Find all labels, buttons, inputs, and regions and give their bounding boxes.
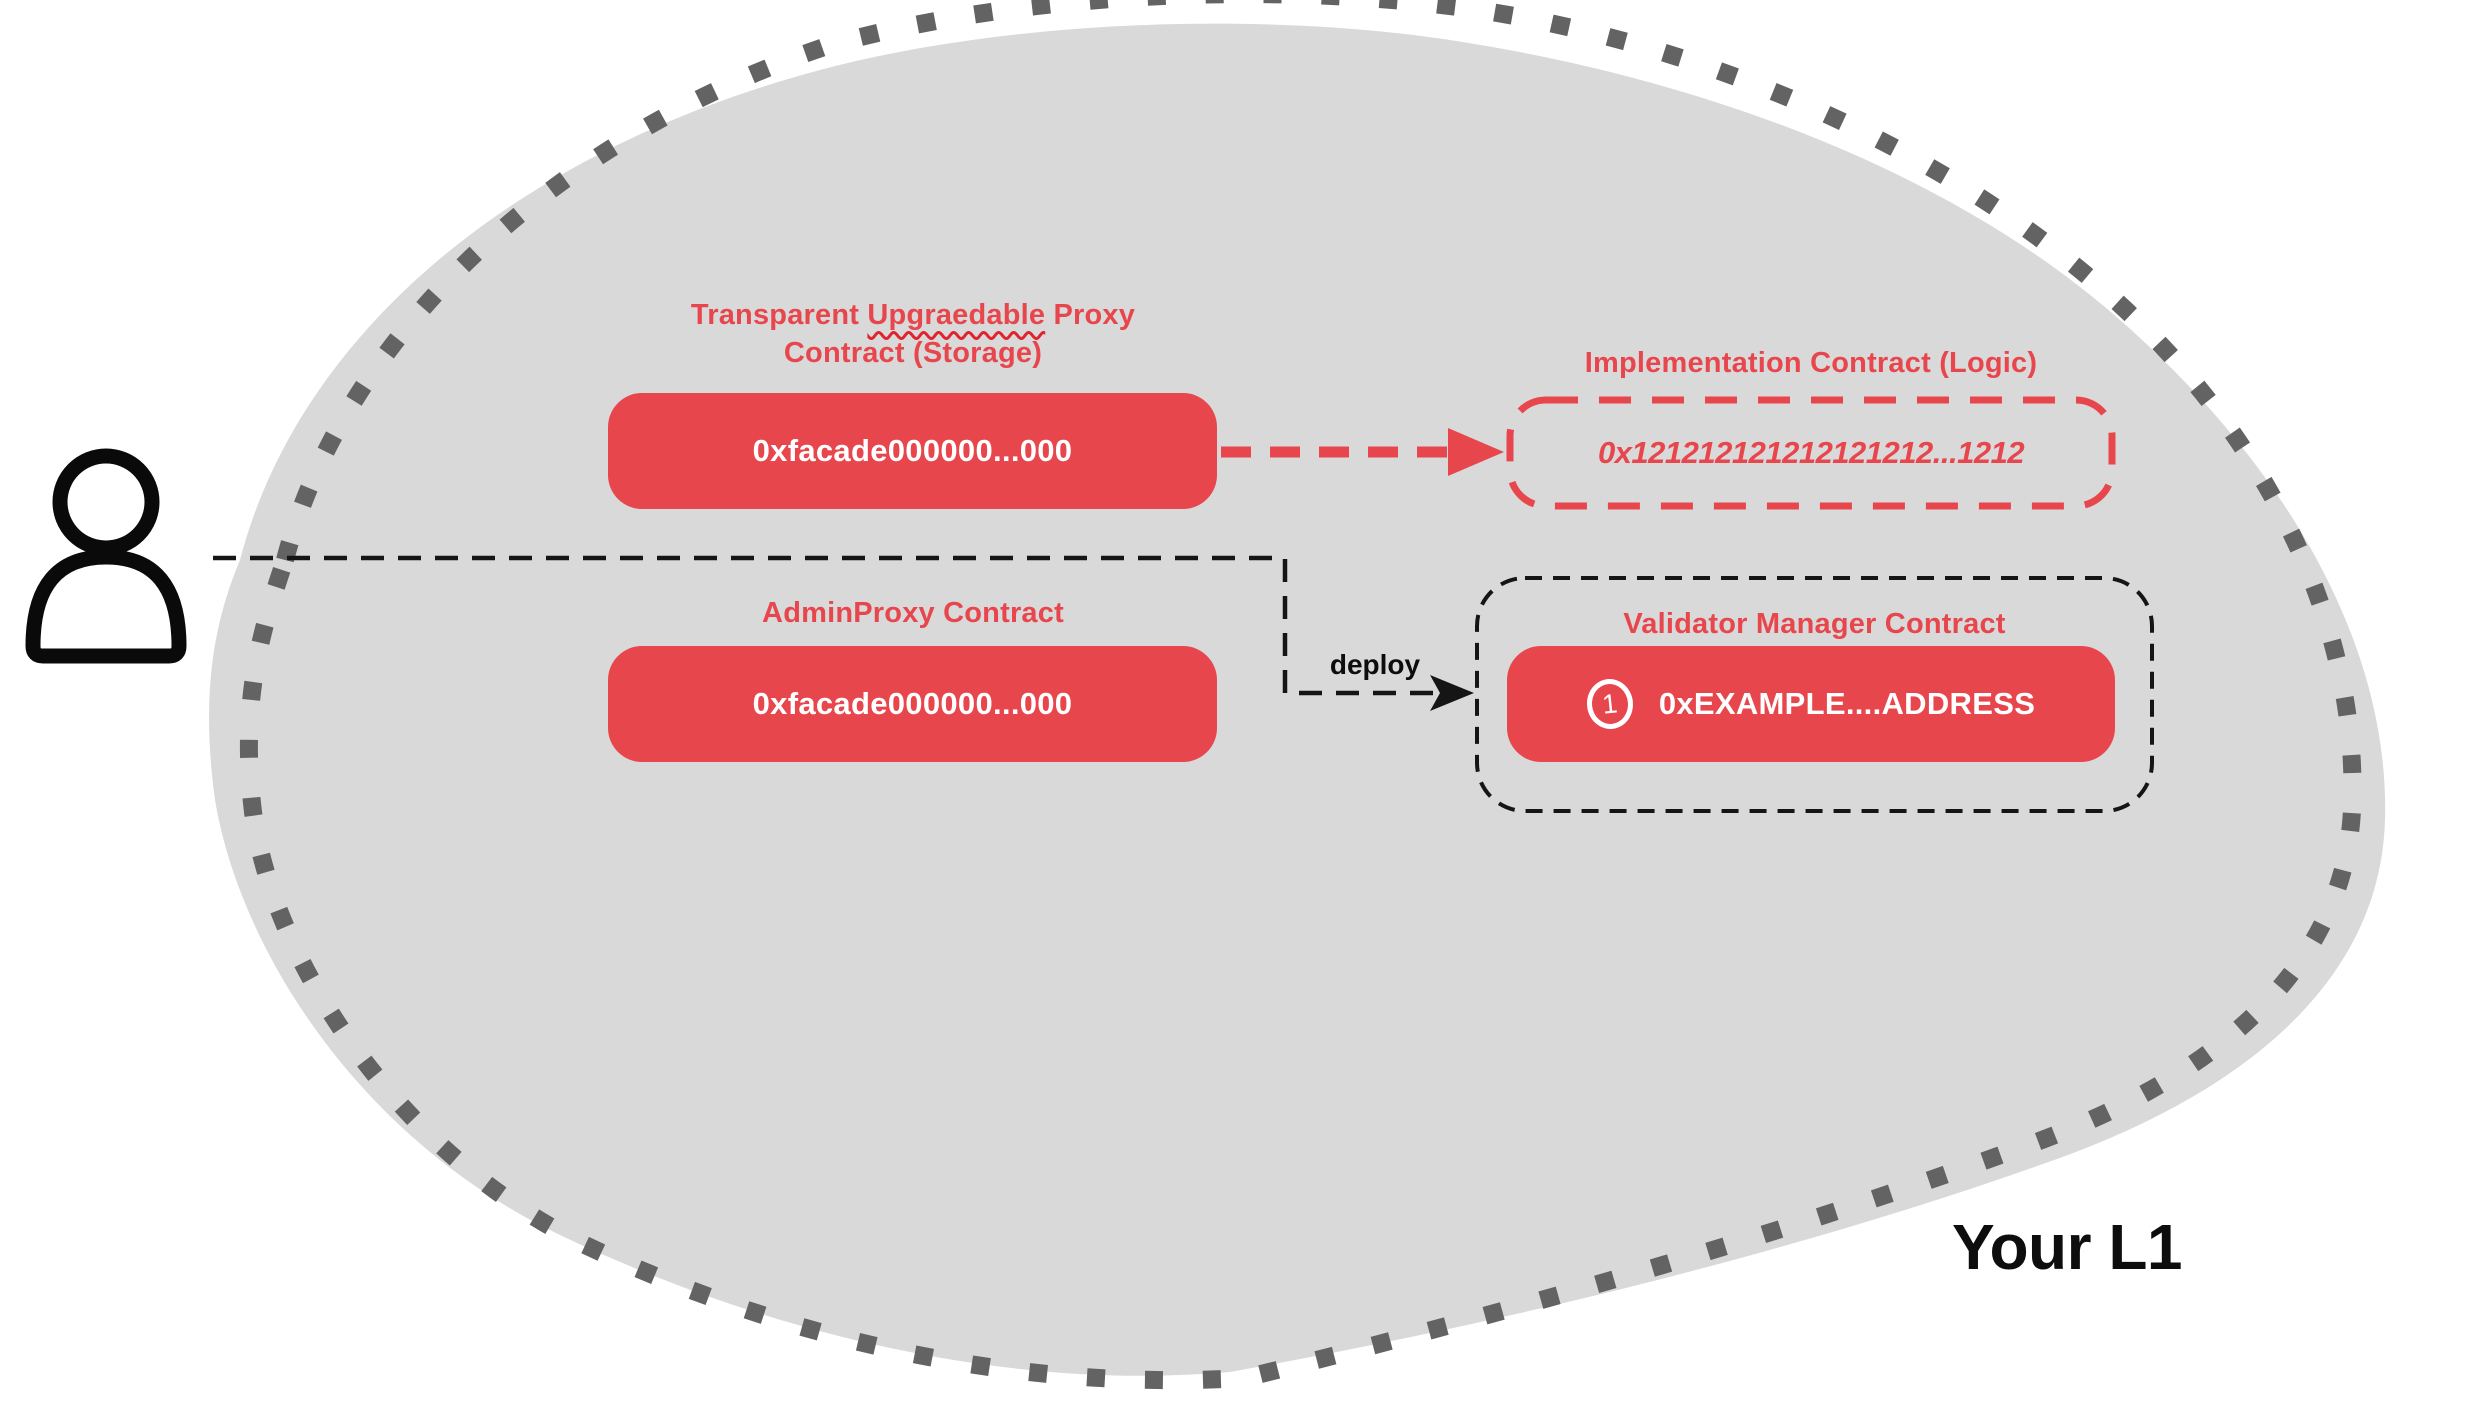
implementation-dashed-box: [1506, 396, 2116, 510]
l1-network-dotted-border: [239, 0, 2362, 1390]
deploy-arrowhead-icon: [1430, 675, 1474, 711]
person-icon: [25, 448, 187, 664]
transparent-proxy-title-misspelled-word: Upgraedable: [867, 299, 1046, 331]
transparent-proxy-title-line2: Contract (Storage): [783, 337, 1043, 369]
step-1-badge: 1: [1584, 676, 1636, 732]
validator-manager-address-box: 1 0xEXAMPLE....ADDRESS: [1507, 646, 2115, 762]
step-1-badge-number: 1: [1600, 687, 1619, 720]
implementation-address: 0x121212121212121212...1212: [1597, 435, 2025, 470]
implementation-address-box: 0x121212121212121212...1212: [1510, 400, 2112, 506]
admin-proxy-address: 0xfacade000000...000: [752, 686, 1073, 721]
transparent-proxy-address: 0xfacade000000...000: [752, 433, 1073, 468]
region-label: Your L1: [1952, 1211, 2183, 1283]
proxy-arrowhead-icon: [1448, 428, 1504, 476]
l1-network-blob: [209, 23, 2386, 1376]
validator-manager-dashed-box: [1475, 576, 2154, 813]
validator-manager-title: Validator Manager Contract: [1623, 608, 2006, 640]
deploy-label: deploy: [1329, 649, 1421, 680]
transparent-proxy-address-box: 0xfacade000000...000: [608, 393, 1217, 509]
transparent-proxy-title-pre: Transparent: [690, 299, 868, 331]
transparent-proxy-title-post: Proxy: [1045, 299, 1136, 331]
transparent-proxy-title: Transparent Upgraedable Proxy Contract (…: [598, 296, 1228, 372]
user-deploy-dashed-path: [213, 555, 1437, 696]
validator-manager-address: 0xEXAMPLE....ADDRESS: [1658, 686, 2036, 721]
admin-proxy-title: AdminProxy Contract: [762, 597, 1064, 629]
implementation-title: Implementation Contract (Logic): [1584, 347, 2038, 379]
admin-proxy-address-box: 0xfacade000000...000: [608, 646, 1217, 762]
